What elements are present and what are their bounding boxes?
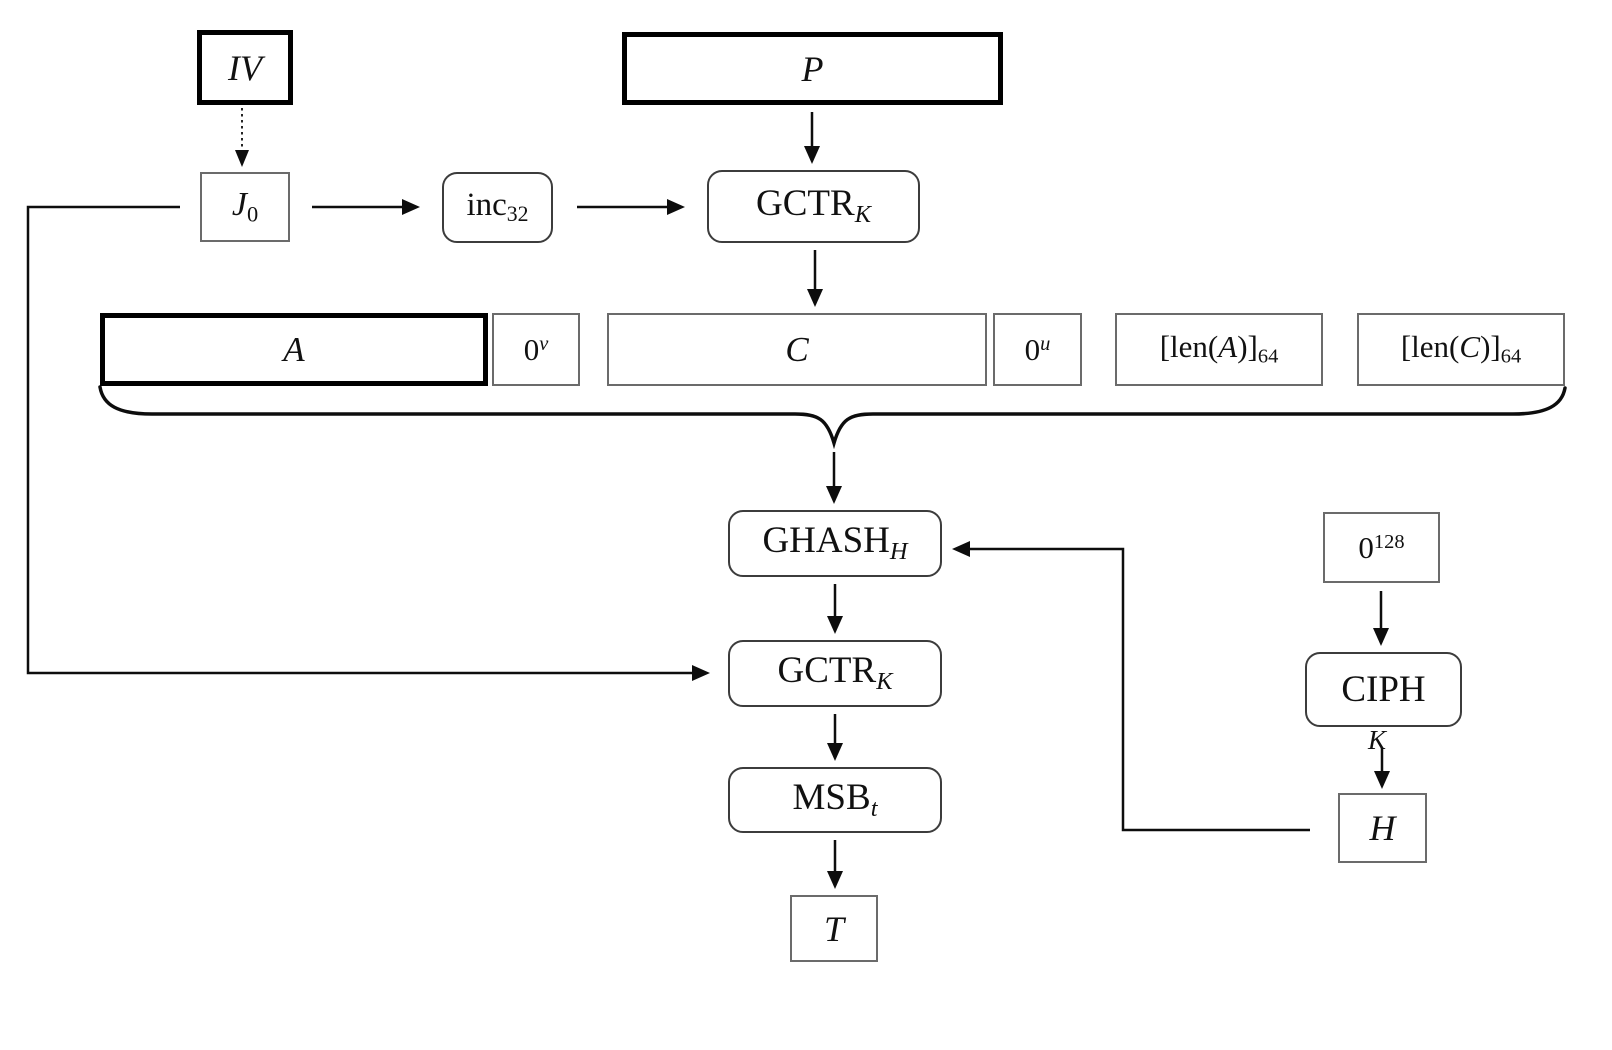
arrowhead-inc32-gctr: [667, 199, 685, 215]
connector-h-to-ghash: [970, 547, 1310, 832]
gctr-bottom-label: GCTRK: [777, 650, 893, 696]
msb-box: MSBt: [728, 767, 942, 833]
inc32-label: inc32: [466, 187, 529, 227]
arrowhead-iv-j0: [235, 150, 249, 167]
iv-label: IV: [228, 47, 262, 88]
ciph-box: CIPH: [1305, 652, 1462, 727]
h-box: H: [1338, 793, 1427, 863]
len-a-box: [len(A)]64: [1115, 313, 1323, 386]
c-label: C: [785, 330, 809, 369]
zero-u-box: 0u: [993, 313, 1082, 386]
gather-brace: [98, 385, 1567, 450]
arrowhead-gctr-msb: [827, 743, 843, 761]
t-label: T: [823, 908, 845, 949]
p-box: P: [622, 32, 1003, 105]
connector-j0-to-gctr-bottom: [26, 205, 692, 675]
inc32-box: inc32: [442, 172, 553, 243]
gctr-bottom-box: GCTRK: [728, 640, 942, 707]
arrowhead-zero128-ciph: [1373, 628, 1389, 646]
h-label: H: [1369, 808, 1396, 848]
arrowhead-msb-t: [827, 871, 843, 889]
iv-box: IV: [197, 30, 293, 105]
arrowhead-j0-inc32: [402, 199, 420, 215]
zero-v-box: 0v: [492, 313, 580, 386]
arrowhead-into-ghash: [952, 541, 970, 557]
msb-label: MSBt: [792, 776, 878, 822]
zero-128-box: 0128: [1323, 512, 1440, 583]
a-box: A: [100, 313, 488, 386]
zero-v-label: 0v: [523, 332, 549, 368]
gctr-top-box: GCTRK: [707, 170, 920, 243]
arrowhead-ciphk-h: [1374, 771, 1390, 789]
j0-label: J0: [231, 186, 259, 227]
p-label: P: [801, 48, 824, 89]
j0-box: J0: [200, 172, 290, 242]
arrowhead-brace-ghash: [826, 486, 842, 504]
ciph-label: CIPH: [1341, 669, 1426, 710]
len-a-label: [len(A)]64: [1159, 329, 1279, 369]
arrowhead-gctr-c: [807, 289, 823, 307]
arrowhead-p-gctr: [804, 146, 820, 164]
c-box: C: [607, 313, 987, 386]
len-c-box: [len(C)]64: [1357, 313, 1565, 386]
a-label: A: [283, 330, 305, 369]
t-box: T: [790, 895, 878, 962]
arrowhead-ghash-gctr: [827, 616, 843, 634]
zero-u-label: 0u: [1024, 332, 1051, 368]
gctr-top-label: GCTRK: [756, 183, 871, 229]
arrowhead-into-gctr-bottom: [692, 665, 710, 681]
ghash-label: GHASHH: [762, 520, 908, 566]
zero-128-label: 0128: [1358, 530, 1405, 566]
ghash-box: GHASHH: [728, 510, 942, 577]
ciph-k-subscript: K: [1368, 725, 1387, 755]
len-c-label: [len(C)]64: [1400, 329, 1522, 369]
